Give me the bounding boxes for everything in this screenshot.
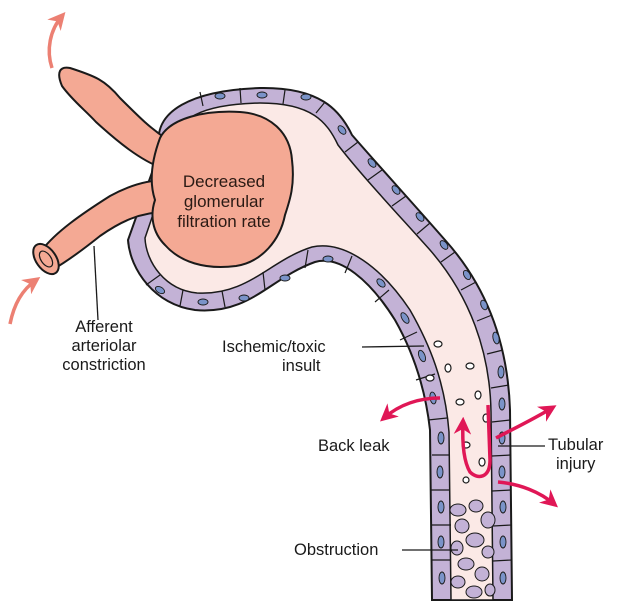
afferent-label-line-2: arteriolar [48, 337, 160, 356]
afferent-label-line-1: Afferent [48, 318, 160, 337]
tubular-injury-label-line-2: injury [548, 455, 603, 474]
afferent-label: Afferent arteriolar constriction [48, 318, 160, 375]
ischemic-label-line-2: insult [222, 357, 362, 376]
tubular-injury-label: Tubular injury [548, 436, 603, 474]
efferent-arteriole [59, 68, 168, 168]
glomerulus-label-line-3: filtration rate [162, 212, 286, 232]
ischemic-label-line-1: Ischemic/toxic [222, 338, 362, 357]
obstruction-label: Obstruction [294, 541, 378, 560]
glomerulus-label-line-1: Decreased [162, 172, 286, 192]
back-leak-label: Back leak [318, 437, 390, 456]
inflow-arrow [10, 280, 36, 324]
outflow-arrow [49, 16, 62, 68]
glomerulus-label: Decreased glomerular filtration rate [162, 172, 286, 232]
ischemic-label: Ischemic/toxic insult [222, 338, 362, 376]
tubular-injury-label-line-1: Tubular [548, 436, 603, 455]
afferent-label-line-3: constriction [48, 356, 160, 375]
glomerulus-label-line-2: glomerular [162, 192, 286, 212]
